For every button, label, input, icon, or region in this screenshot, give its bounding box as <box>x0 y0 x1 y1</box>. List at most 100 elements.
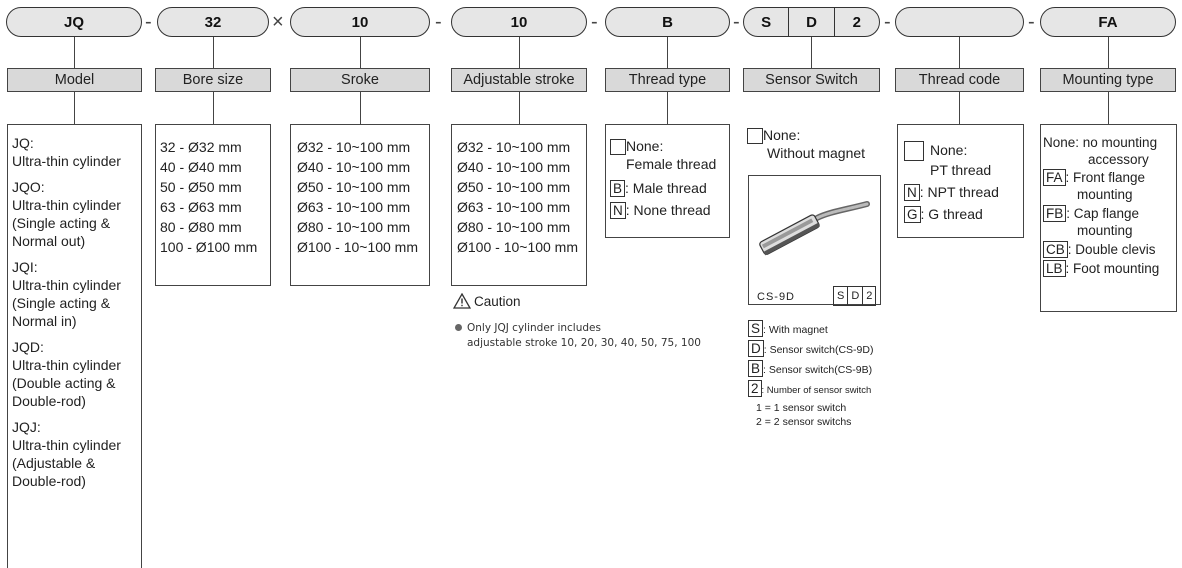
sensor-count-note: 2 = 2 sensor switchs <box>756 416 852 428</box>
mounting-code: CB <box>1043 241 1068 258</box>
sensor-code-box: S <box>837 290 845 302</box>
code-sensor-d: D <box>788 8 833 36</box>
connector <box>667 37 668 68</box>
header-bore-size: Bore size <box>155 68 271 92</box>
thread-code-none: None: <box>930 142 968 158</box>
caution-text: Only JQJ cylinder includes adjustable st… <box>455 321 701 351</box>
sensor-legend-code: D <box>748 340 764 357</box>
sensor-code-boxes: S D 2 <box>833 286 877 306</box>
code-model: JQ <box>6 7 142 37</box>
connector <box>667 92 668 124</box>
thread-type-code: B <box>610 180 626 198</box>
stroke-box: Ø32 - 10~100 mm Ø40 - 10~100 mm Ø50 - 10… <box>290 124 430 286</box>
thread-type-desc: : None thread <box>625 202 711 219</box>
separator-times: × <box>272 11 284 33</box>
model-desc: Normal out) <box>12 233 86 249</box>
sensor-model-label: CS-9D <box>757 291 796 303</box>
warning-icon <box>453 293 471 309</box>
caution-line1: Only JQJ cylinder includes <box>467 322 601 334</box>
thread-type-none: None: <box>626 138 664 154</box>
model-list-box: JQ: Ultra-thin cylinder JQO: Ultra-thin … <box>7 124 142 568</box>
mounting-code: FA <box>1043 169 1066 186</box>
mounting-none: None: no mounting <box>1043 135 1158 150</box>
code-sensor-switch: S D 2 <box>743 7 880 37</box>
separator-dash: - <box>435 11 442 33</box>
connector <box>213 92 214 124</box>
thread-code-box: None: PT thread N: NPT thread G: G threa… <box>897 124 1024 238</box>
thread-code-desc: : NPT thread <box>919 184 999 201</box>
checkbox-icon <box>747 128 763 145</box>
sensor-legend-desc: : Sensor switch(CS-9D) <box>763 344 874 356</box>
code-sensor-s: S <box>761 13 772 31</box>
code-mounting-type: FA <box>1040 7 1176 37</box>
sensor-code-box: 2 <box>862 287 875 305</box>
model-jqj: JQJ: <box>12 419 41 435</box>
bore-item: 32 - Ø32 mm <box>160 139 242 155</box>
code-bore-text: 32 <box>204 13 222 31</box>
model-desc: Double-rod) <box>12 473 86 489</box>
code-sensor-2: 2 <box>833 8 879 36</box>
mounting-code: LB <box>1043 260 1066 277</box>
sensor-count-note: 1 = 1 sensor switch <box>756 402 847 414</box>
adj-stroke-item: Ø50 - 10~100 mm <box>457 179 571 195</box>
thread-code-none-desc: PT thread <box>930 162 992 179</box>
connector <box>811 37 812 68</box>
code-thread-type: B <box>605 7 730 37</box>
model-desc: Ultra-thin cylinder <box>12 197 121 213</box>
connector <box>1108 37 1109 68</box>
header-thread-type: Thread type <box>605 68 730 92</box>
model-jqi: JQI: <box>12 259 38 275</box>
separator-dash: - <box>884 11 891 33</box>
bore-item: 40 - Ø40 mm <box>160 159 242 175</box>
checkbox-icon <box>610 139 626 156</box>
adj-stroke-item: Ø40 - 10~100 mm <box>457 159 571 175</box>
connector <box>959 37 960 68</box>
caution-title: Caution <box>474 293 521 309</box>
header-sensor-switch: Sensor Switch <box>743 68 880 92</box>
bullet-icon <box>455 324 462 331</box>
stroke-item: Ø40 - 10~100 mm <box>297 159 411 175</box>
mounting-type-box: None: no mounting accessory FA: Front fl… <box>1040 124 1177 312</box>
model-desc: (Single acting & <box>12 215 111 231</box>
adj-stroke-item: Ø32 - 10~100 mm <box>457 139 571 155</box>
model-desc: Ultra-thin cylinder <box>12 277 121 293</box>
model-jqd: JQD: <box>12 339 44 355</box>
code-bore: 32 <box>157 7 269 37</box>
model-desc: (Double acting & <box>12 375 116 391</box>
bore-item: 100 - Ø100 mm <box>160 239 258 255</box>
thread-code-code: N <box>904 184 920 202</box>
connector <box>1108 92 1109 124</box>
stroke-item: Ø50 - 10~100 mm <box>297 179 411 195</box>
caution-note: Caution <box>453 293 521 309</box>
mounting-desc: : Front flange <box>1065 170 1146 185</box>
code-stroke-text: 10 <box>351 13 369 31</box>
bore-item: 80 - Ø80 mm <box>160 219 242 235</box>
header-adjustable-stroke: Adjustable stroke <box>451 68 587 92</box>
code-thread-type-text: B <box>662 13 673 31</box>
thread-type-box: None: Female thread B: Male thread N: No… <box>605 124 730 238</box>
code-thread-code <box>895 7 1024 37</box>
code-mounting-text: FA <box>1098 13 1118 31</box>
model-desc: Double-rod) <box>12 393 86 409</box>
code-model-text: JQ <box>63 13 84 31</box>
model-desc: (Single acting & <box>12 295 111 311</box>
separator-dash: - <box>145 11 152 33</box>
sensor-legend-desc: : Sensor switch(CS-9B) <box>763 364 873 376</box>
connector <box>959 92 960 124</box>
adjustable-stroke-box: Ø32 - 10~100 mm Ø40 - 10~100 mm Ø50 - 10… <box>451 124 587 286</box>
bore-item: 63 - Ø63 mm <box>160 199 242 215</box>
connector <box>74 37 75 68</box>
code-adjustable-stroke: 10 <box>451 7 587 37</box>
header-mounting-type: Mounting type <box>1040 68 1176 92</box>
thread-type-desc: : Male thread <box>625 180 707 197</box>
header-thread-code: Thread code <box>895 68 1024 92</box>
stroke-item: Ø80 - 10~100 mm <box>297 219 411 235</box>
mounting-desc: : Double clevis <box>1067 242 1156 257</box>
adj-stroke-item: Ø63 - 10~100 mm <box>457 199 571 215</box>
sensor-none-label: None: <box>763 127 801 143</box>
code-adj-stroke-text: 10 <box>510 13 528 31</box>
connector <box>360 92 361 124</box>
sensor-legend-code: S <box>748 320 764 337</box>
mounting-code: FB <box>1043 205 1067 222</box>
stroke-item: Ø63 - 10~100 mm <box>297 199 411 215</box>
